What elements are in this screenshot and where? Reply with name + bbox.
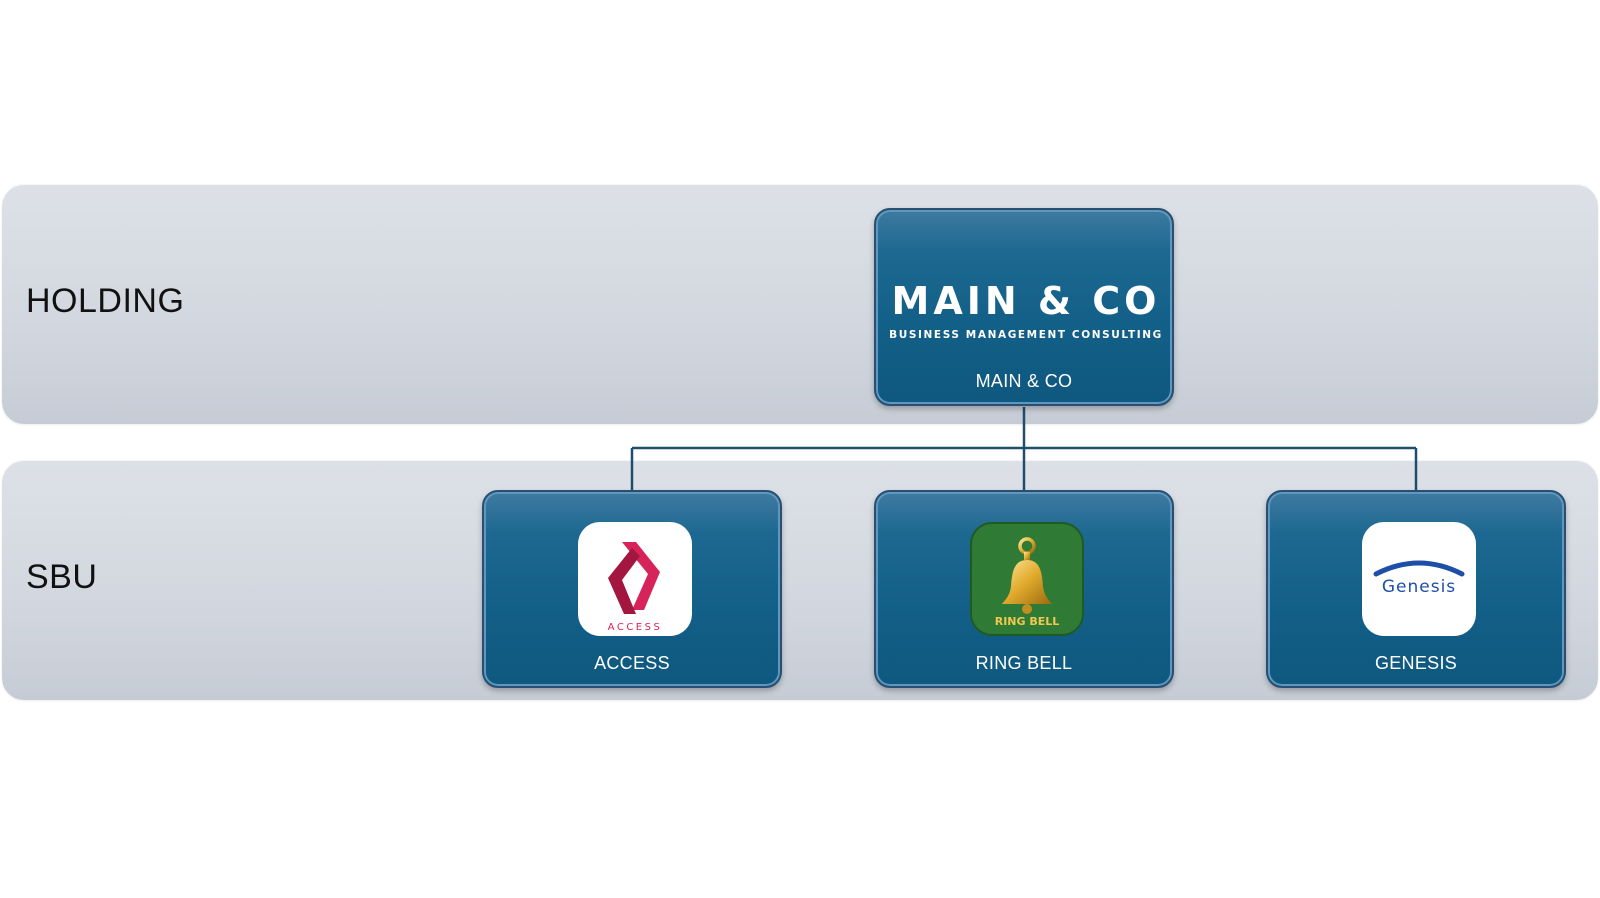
main-co-tagline: BUSINESS MANAGEMENT CONSULTING	[889, 329, 1163, 341]
main-co-label: MAIN & CO	[975, 371, 1073, 391]
sbu-label: SBU	[26, 558, 98, 596]
genesis-logo-tile: Genesis	[1362, 522, 1476, 636]
holding-band: HOLDING	[2, 184, 1598, 424]
genesis-logo-text: Genesis	[1382, 577, 1456, 597]
access-logo-tile: ACCESS	[578, 522, 692, 636]
org-node-main-co[interactable]: MAIN & CO BUSINESS MANAGEMENT CONSULTING…	[874, 208, 1174, 406]
main-co-logo: MAIN & CO BUSINESS MANAGEMENT CONSULTING	[889, 279, 1163, 341]
bell-icon: RING BELL	[995, 537, 1060, 628]
org-node-access[interactable]: ACCESS ACCESS	[482, 490, 782, 688]
access-label: ACCESS	[594, 653, 670, 673]
genesis-logo: Genesis	[1373, 560, 1465, 597]
ring-bell-label: RING BELL	[975, 653, 1073, 673]
org-node-genesis[interactable]: Genesis GENESIS	[1266, 490, 1566, 688]
holding-label: HOLDING	[26, 282, 185, 320]
main-co-wordmark: MAIN & CO	[892, 279, 1161, 323]
ring-bell-logo-tile: RING BELL	[970, 522, 1084, 636]
access-logo: ACCESS	[608, 542, 663, 633]
access-logo-text: ACCESS	[608, 622, 663, 633]
org-node-ring-bell[interactable]: RING BELL RING BELL	[874, 490, 1174, 688]
ring-bell-logo-text: RING BELL	[995, 615, 1060, 628]
genesis-label: GENESIS	[1374, 653, 1458, 673]
